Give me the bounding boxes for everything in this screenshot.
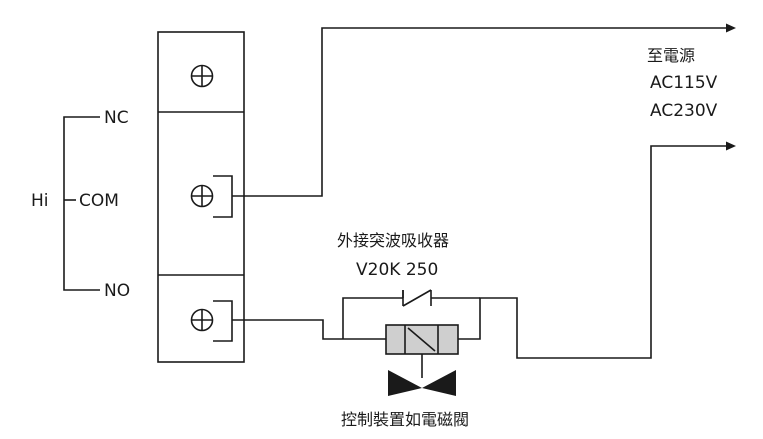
varistor-symbol — [402, 289, 480, 307]
hi-label: Hi — [31, 191, 49, 211]
com-label: COM — [79, 191, 119, 211]
arrow-right-icon — [726, 23, 736, 33]
suppressor-title: 外接突波吸收器 — [337, 231, 449, 250]
power-title: 至電源 — [647, 46, 695, 65]
contact-bracket — [63, 116, 100, 291]
voltage-230-label: AC230V — [650, 101, 718, 121]
valve-icon — [388, 370, 456, 396]
solenoid-coil — [385, 324, 459, 378]
nc-screw-icon — [190, 64, 214, 88]
device-caption: 控制裝置如電磁閥 — [341, 410, 469, 429]
arrow-right-icon — [726, 141, 736, 151]
no-screw-icon — [190, 300, 233, 342]
nc-label: NC — [104, 108, 129, 128]
suppressor-model: V20K 250 — [356, 260, 438, 280]
power-wire-bottom — [232, 141, 736, 359]
no-label: NO — [104, 281, 130, 301]
power-wire-top — [232, 23, 736, 197]
voltage-115-label: AC115V — [650, 73, 718, 93]
